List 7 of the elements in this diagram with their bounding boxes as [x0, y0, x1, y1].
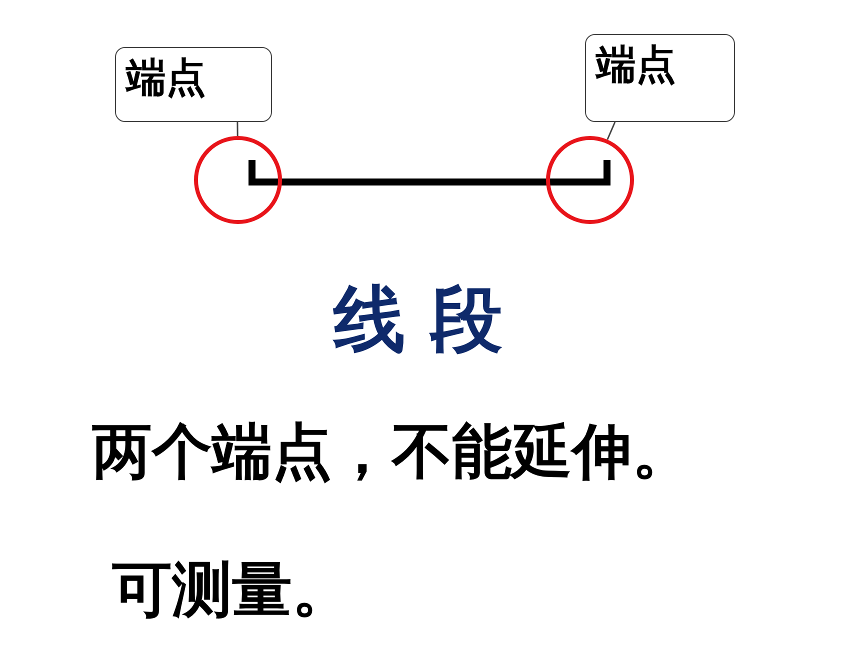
note-text: 可测量。 — [112, 554, 352, 627]
callout-box: 端点 — [115, 47, 272, 122]
callout-box: 端点 — [585, 34, 735, 122]
note-text: 两个端点，不能延伸。 — [92, 416, 692, 489]
title: 线 段 — [332, 276, 504, 363]
endpoint-circle — [546, 136, 634, 224]
endpoint-circle — [194, 136, 282, 224]
